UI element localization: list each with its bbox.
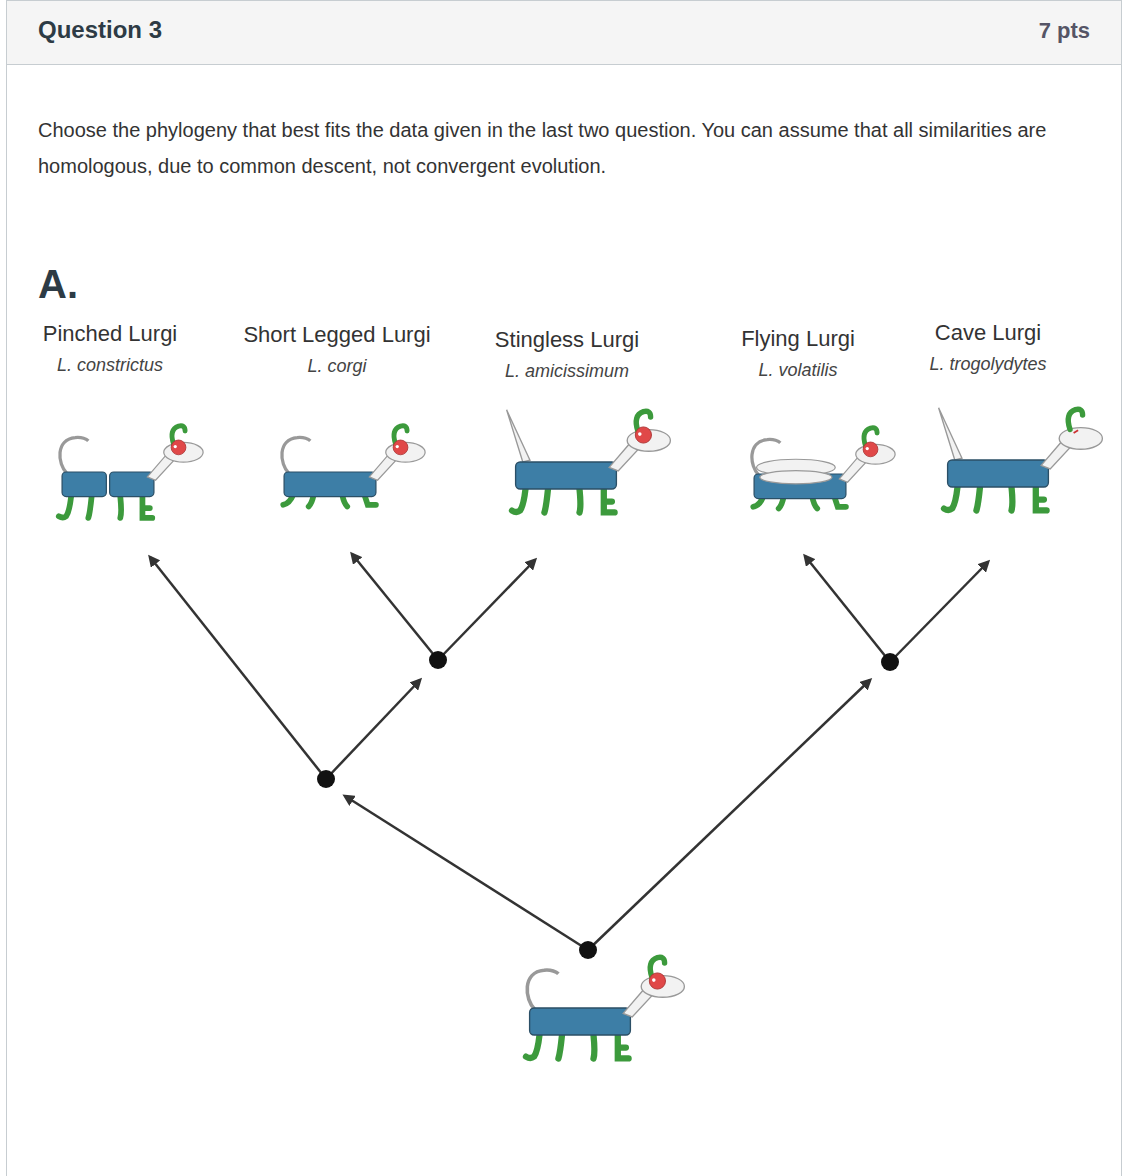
species-name: Short Legged Lurgi [243, 322, 430, 348]
question-title: Question 3 [38, 16, 162, 44]
species-binomial: L. volatilis [758, 360, 837, 381]
points-label: 7 pts [1039, 18, 1090, 44]
question-text: Choose the phylogeny that best fits the … [38, 112, 1088, 184]
species-binomial: L. corgi [307, 356, 366, 377]
species-name: Pinched Lurgi [43, 321, 178, 347]
header-band [6, 0, 1122, 65]
species-binomial: L. constrictus [57, 355, 163, 376]
species-name: Stingless Lurgi [495, 327, 639, 353]
species-binomial: L. amicissimum [505, 361, 629, 382]
option-letter: A. [38, 262, 78, 307]
species-name: Cave Lurgi [935, 320, 1041, 346]
species-binomial: L. trogolydytes [929, 354, 1046, 375]
species-name: Flying Lurgi [741, 326, 855, 352]
